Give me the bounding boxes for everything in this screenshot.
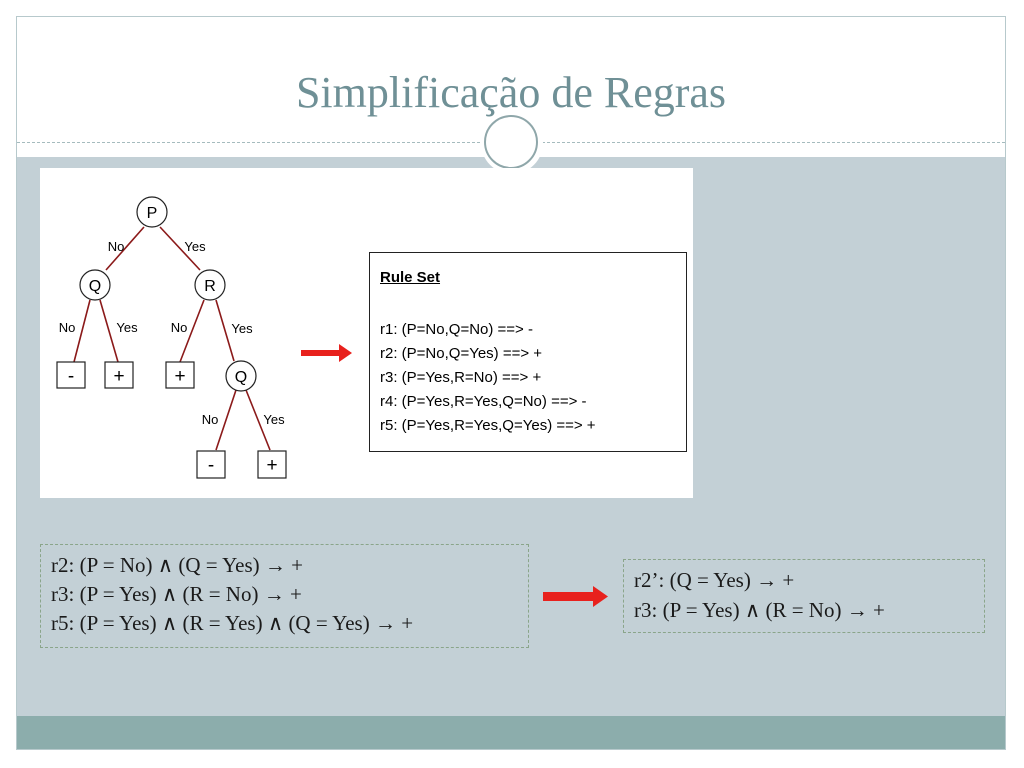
edge-q2-leaf4 bbox=[215, 389, 237, 451]
leaf-1 bbox=[56, 361, 86, 389]
leaf-2 bbox=[104, 361, 134, 389]
leaf-1-label: - bbox=[68, 366, 74, 387]
simplified-rules-box: r2’: (Q = Yes) → + r3: (P = Yes) ∧ (R = … bbox=[623, 559, 985, 633]
edge-label-r-no: No bbox=[171, 320, 188, 335]
node-r-label: R bbox=[204, 278, 216, 295]
node-q1-label: Q bbox=[89, 278, 101, 295]
leaf-4 bbox=[196, 450, 226, 479]
edge-r-leaf3 bbox=[179, 299, 205, 363]
node-q1 bbox=[79, 269, 111, 301]
leaf-4-label: - bbox=[208, 455, 214, 476]
edge-q2-leaf5 bbox=[245, 389, 271, 451]
simplify-arrow-icon bbox=[543, 586, 608, 607]
edge-label-p-yes: Yes bbox=[184, 239, 206, 254]
footer-bar bbox=[17, 716, 1005, 749]
simplified-rule-line: r3: (P = Yes) ∧ (R = No) → + bbox=[634, 598, 885, 622]
edge-q1-leaf2 bbox=[99, 299, 119, 363]
edge-label-q2-no: No bbox=[202, 412, 219, 427]
slide-frame bbox=[16, 16, 1006, 750]
rule-line: r3: (P=Yes,R=No) ==> + bbox=[380, 369, 542, 386]
node-q2-label: Q bbox=[235, 369, 247, 386]
node-q2 bbox=[225, 360, 257, 392]
edge-r-q2 bbox=[215, 299, 235, 362]
divider-ornament-ring bbox=[484, 115, 538, 169]
rule-set-box: Rule Set r1: (P=No,Q=No) ==> - r2: (P=No… bbox=[369, 252, 687, 452]
leaf-5 bbox=[257, 450, 287, 479]
decision-tree-svg: P Q R Q No Yes No Yes No Yes No Yes - + … bbox=[56, 196, 352, 479]
edge-label-p-no: No bbox=[108, 239, 125, 254]
node-r bbox=[194, 269, 226, 301]
edge-label-q2-yes: Yes bbox=[263, 412, 285, 427]
rule-line: r2: (P=No,Q=Yes) ==> + bbox=[380, 345, 543, 362]
original-rules-box: r2: (P = No) ∧ (Q = Yes) → + r3: (P = Ye… bbox=[40, 544, 529, 648]
leaf-3 bbox=[165, 361, 195, 389]
node-p-label: P bbox=[147, 205, 158, 222]
rule-line: r5: (P=Yes,R=Yes,Q=Yes) ==> + bbox=[380, 417, 596, 434]
original-rule-line: r2: (P = No) ∧ (Q = Yes) → + bbox=[51, 553, 303, 577]
edge-label-q1-no: No bbox=[59, 320, 76, 335]
rule-line: r1: (P=No,Q=No) ==> - bbox=[380, 321, 533, 338]
edge-p-q1 bbox=[105, 226, 145, 271]
simplified-rule-line: r2’: (Q = Yes) → + bbox=[634, 568, 795, 592]
leaf-5-label: + bbox=[266, 455, 277, 476]
rule-set-title: Rule Set bbox=[380, 269, 441, 286]
rule-line: r4: (P=Yes,R=Yes,Q=No) ==> - bbox=[380, 393, 587, 410]
arrow-right-icon bbox=[301, 344, 352, 362]
node-p bbox=[136, 196, 168, 228]
leaf-3-label: + bbox=[174, 366, 185, 387]
edge-p-r bbox=[159, 226, 201, 271]
original-rule-line: r3: (P = Yes) ∧ (R = No) → + bbox=[51, 582, 302, 606]
slide-title: Simplificação de Regras bbox=[295, 68, 727, 117]
edge-label-q1-yes: Yes bbox=[116, 320, 138, 335]
edge-label-r-yes: Yes bbox=[231, 321, 253, 336]
leaf-2-label: + bbox=[113, 366, 124, 387]
original-rule-line: r5: (P = Yes) ∧ (R = Yes) ∧ (Q = Yes) → … bbox=[51, 611, 414, 635]
edge-q1-leaf1 bbox=[73, 299, 91, 363]
